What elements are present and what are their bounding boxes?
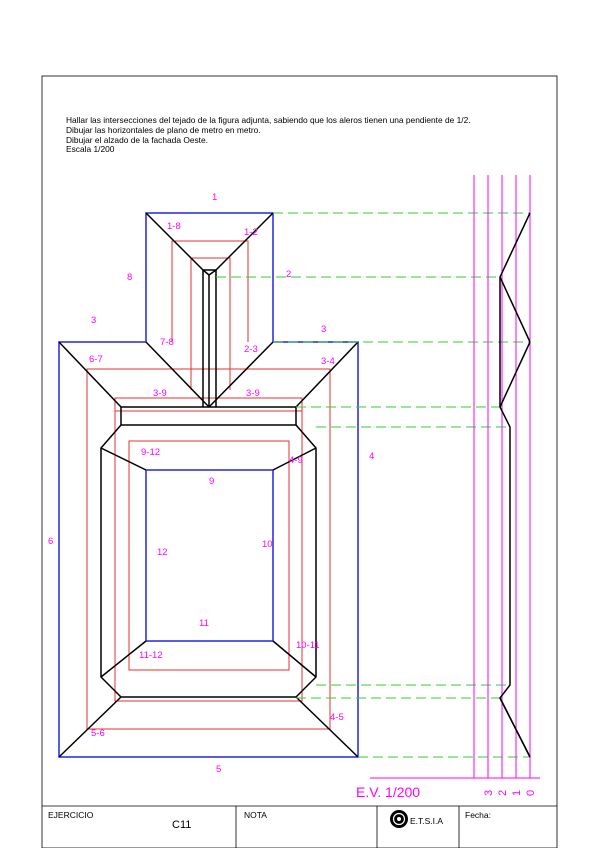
label-8: 8 xyxy=(127,272,132,283)
school-seal-icon xyxy=(390,810,408,828)
statement-line-3: Dibujar el alzado de la fachada Oeste. xyxy=(66,134,208,145)
label-11-12: 11-12 xyxy=(139,650,163,661)
label-2: 2 xyxy=(286,269,291,280)
label-10-11: 10-11 xyxy=(296,640,320,651)
west-elevation xyxy=(499,212,531,758)
label-3-9-right: 3-9 xyxy=(246,388,260,399)
label-10: 10 xyxy=(262,539,273,550)
nota-label: NOTA xyxy=(244,810,267,820)
level-lines xyxy=(370,175,540,779)
label-12: 12 xyxy=(157,547,168,558)
scale-label: E.V. 1/200 xyxy=(356,784,420,800)
plane-labels: 1 1-8 1-2 2 8 3 3 7-8 2-3 6-7 3-4 3-9 3-… xyxy=(48,192,374,775)
label-2-3: 2-3 xyxy=(244,344,258,355)
statement-line-4: Escala 1/200 xyxy=(66,144,115,155)
label-5-6: 5-6 xyxy=(91,728,105,739)
label-3-left: 3 xyxy=(91,315,96,326)
exercise-statement: Hallar las intersecciones del tejado de … xyxy=(66,115,471,155)
label-9: 9 xyxy=(209,476,214,487)
school-name: E.T.S.I.A xyxy=(410,816,443,826)
courtyard-outline xyxy=(145,469,274,642)
label-1: 1 xyxy=(212,192,217,203)
label-5: 5 xyxy=(216,764,221,775)
level-label-2: 2 xyxy=(497,790,509,796)
title-block: EJERCICIO C11 NOTA E.T.S.I.A Fecha: xyxy=(42,805,557,848)
level-numbers: 3 2 1 0 xyxy=(483,790,537,796)
statement-line-1: Hallar las intersecciones del tejado de … xyxy=(66,115,471,125)
label-7-8: 7-8 xyxy=(160,337,174,348)
level-label-0: 0 xyxy=(525,790,537,796)
sheet-frame xyxy=(41,75,558,848)
label-3-9-left: 3-9 xyxy=(153,388,167,399)
level-label-3: 3 xyxy=(483,790,495,796)
level-label-1: 1 xyxy=(511,790,523,796)
label-4-9: 4-9 xyxy=(289,455,303,466)
label-1-8: 1-8 xyxy=(167,221,181,232)
projection-lines xyxy=(216,212,530,758)
label-3-right: 3 xyxy=(321,324,326,335)
fecha-label: Fecha: xyxy=(465,810,491,820)
ejercicio-label: EJERCICIO xyxy=(48,810,94,820)
label-6-7: 6-7 xyxy=(89,354,103,365)
label-6: 6 xyxy=(48,536,53,547)
label-3-4: 3-4 xyxy=(321,356,335,367)
roof-intersections xyxy=(58,212,359,758)
label-11: 11 xyxy=(199,618,209,629)
label-9-12: 9-12 xyxy=(141,447,160,458)
label-1-2: 1-2 xyxy=(244,227,258,238)
label-4: 4 xyxy=(369,451,374,462)
statement-line-2: Dibujar las horizontales de plano de met… xyxy=(66,124,261,135)
label-4-5: 4-5 xyxy=(330,712,344,723)
exercise-code: C11 xyxy=(172,819,191,831)
